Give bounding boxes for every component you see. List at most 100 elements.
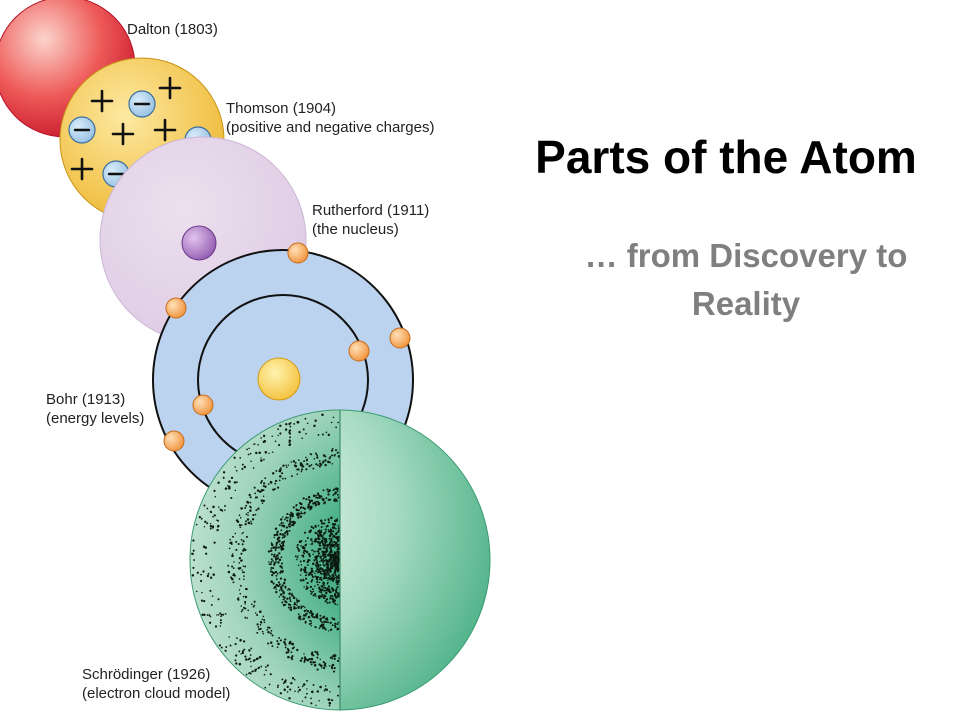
cloud-dot bbox=[283, 578, 287, 581]
cloud-dot bbox=[326, 562, 329, 565]
cloud-dot bbox=[326, 545, 329, 548]
cloud-dot bbox=[267, 483, 270, 485]
cloud-dot bbox=[300, 470, 303, 473]
cloud-dot bbox=[310, 567, 314, 571]
cloud-dot bbox=[314, 595, 317, 597]
cloud-dot bbox=[326, 571, 329, 574]
cloud-dot bbox=[224, 509, 226, 511]
cloud-dot bbox=[195, 590, 198, 593]
cloud-dot bbox=[324, 662, 327, 665]
cloud-dot bbox=[302, 556, 305, 558]
cloud-dot bbox=[312, 590, 315, 592]
cloud-dot bbox=[303, 460, 306, 463]
cloud-dot bbox=[312, 467, 315, 470]
cloud-dot bbox=[331, 574, 334, 577]
cloud-dot bbox=[297, 514, 300, 517]
cloud-dot bbox=[318, 700, 320, 702]
cloud-dot bbox=[259, 623, 262, 626]
cloud-dot bbox=[328, 558, 330, 561]
cloud-dot bbox=[288, 443, 291, 447]
cloud-dot bbox=[282, 592, 285, 595]
cloud-dot bbox=[334, 449, 338, 452]
cloud-dot bbox=[289, 517, 292, 520]
cloud-dot bbox=[301, 700, 304, 702]
cloud-dot bbox=[275, 574, 278, 577]
cloud-dot bbox=[250, 522, 253, 525]
cloud-dot bbox=[321, 539, 323, 541]
cloud-dot bbox=[241, 467, 244, 470]
cloud-dot bbox=[281, 516, 284, 518]
cloud-dot bbox=[297, 613, 300, 616]
cloud-dot bbox=[303, 511, 306, 514]
cloud-dot bbox=[305, 550, 308, 553]
cloud-dot bbox=[271, 451, 274, 453]
cloud-dot bbox=[303, 570, 307, 573]
cloud-dot bbox=[250, 665, 252, 668]
cloud-dot bbox=[313, 424, 316, 428]
cloud-dot bbox=[319, 519, 323, 522]
cloud-dot bbox=[275, 555, 277, 558]
cloud-dot bbox=[315, 500, 318, 503]
cloud-dot bbox=[312, 527, 315, 530]
cloud-dot bbox=[303, 531, 307, 534]
cloud-dot bbox=[316, 653, 319, 656]
cloud-dot bbox=[336, 627, 340, 631]
cloud-dot bbox=[249, 452, 252, 455]
cloud-dot bbox=[280, 587, 282, 589]
cloud-dot bbox=[331, 553, 334, 555]
cloud-dot bbox=[269, 481, 273, 484]
cloud-dot bbox=[260, 437, 263, 439]
cloud-dot bbox=[252, 467, 255, 469]
cloud-dot bbox=[252, 514, 255, 517]
cloud-dot bbox=[289, 518, 291, 521]
cloud-dot bbox=[331, 463, 334, 465]
cloud-dot bbox=[289, 422, 292, 424]
cloud-dot bbox=[217, 520, 220, 522]
cloud-dot bbox=[212, 505, 215, 509]
cloud-dot bbox=[286, 691, 289, 693]
cloud-dot bbox=[336, 586, 339, 589]
cloud-dot bbox=[230, 577, 233, 580]
cloud-dot bbox=[335, 587, 338, 590]
atom-models-diagram bbox=[0, 0, 491, 711]
cloud-dot bbox=[296, 599, 298, 602]
cloud-dot bbox=[329, 565, 333, 568]
cloud-dot bbox=[324, 553, 327, 556]
cloud-dot bbox=[300, 512, 303, 515]
cloud-dot bbox=[331, 699, 334, 702]
cloud-dot bbox=[309, 530, 312, 533]
cloud-dot bbox=[224, 487, 228, 490]
cloud-dot bbox=[336, 487, 339, 491]
cloud-dot bbox=[246, 617, 249, 619]
cloud-dot bbox=[209, 576, 213, 579]
cloud-dot bbox=[261, 502, 264, 504]
cloud-dot bbox=[313, 458, 316, 460]
cloud-dot bbox=[336, 623, 339, 626]
cloud-dot bbox=[255, 509, 258, 512]
cloud-dot bbox=[305, 432, 307, 435]
cloud-dot bbox=[264, 477, 267, 480]
cloud-dot bbox=[241, 651, 245, 655]
cloud-dot bbox=[322, 537, 325, 540]
cloud-dot bbox=[314, 557, 318, 560]
cloud-dot bbox=[262, 482, 266, 485]
cloud-dot bbox=[327, 581, 329, 584]
cloud-dot bbox=[314, 585, 316, 587]
cloud-dot bbox=[273, 488, 276, 491]
cloud-dot bbox=[322, 581, 325, 585]
cloud-dot bbox=[334, 497, 336, 500]
cloud-dot bbox=[236, 637, 238, 639]
slide-subtitle: … from Discovery to Reality bbox=[584, 237, 908, 322]
cloud-dot bbox=[246, 448, 248, 451]
cloud-dot bbox=[315, 704, 317, 706]
cloud-dot bbox=[324, 463, 327, 467]
cloud-dot bbox=[251, 518, 255, 521]
cloud-dot bbox=[319, 588, 322, 591]
cloud-dot bbox=[264, 686, 267, 689]
cloud-dot bbox=[337, 536, 341, 539]
cloud-dot bbox=[300, 511, 302, 513]
cloud-dot bbox=[335, 499, 338, 502]
cloud-dot bbox=[276, 686, 279, 689]
cloud-dot bbox=[243, 575, 245, 577]
cloud-dot bbox=[287, 655, 290, 659]
